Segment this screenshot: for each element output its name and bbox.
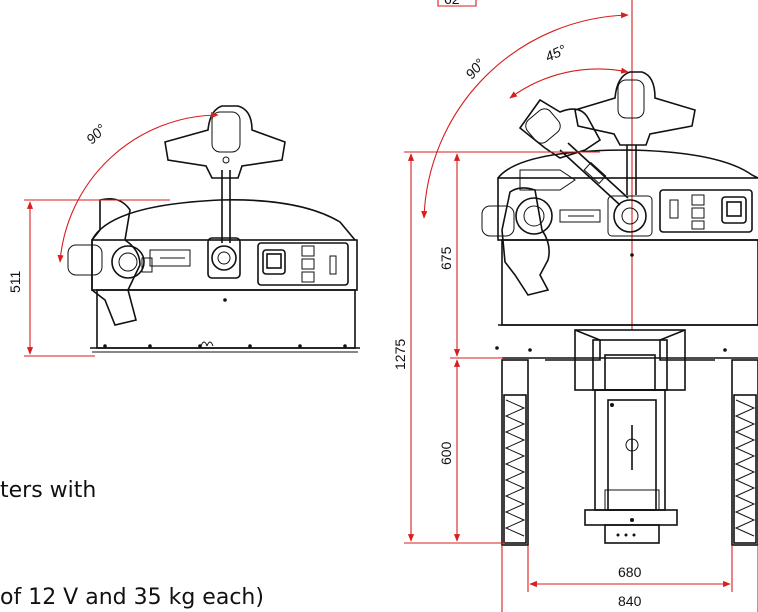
right-upper-height-label: 675 bbox=[438, 246, 454, 270]
left-tiller-raised bbox=[164, 105, 286, 243]
right-angle-45-arc bbox=[509, 67, 629, 99]
right-chassis-middle bbox=[501, 239, 758, 326]
right-total-height-label: 1275 bbox=[392, 339, 408, 370]
right-lower-height-label: 600 bbox=[438, 441, 454, 465]
text-fragment-line1: ters with bbox=[0, 478, 97, 503]
left-angle-arc bbox=[57, 111, 219, 263]
right-left-leg bbox=[501, 359, 529, 546]
right-tiller-upright bbox=[574, 71, 696, 237]
right-control-panel bbox=[659, 189, 753, 233]
right-width-dimensions bbox=[501, 545, 758, 612]
right-chassis-upper bbox=[497, 177, 758, 241]
left-tiller-base bbox=[149, 237, 241, 279]
right-angle-90-arc bbox=[421, 12, 629, 219]
left-view: 511 90° bbox=[7, 105, 360, 357]
left-angle-label: 90° bbox=[83, 121, 110, 148]
right-view: 62 bbox=[392, 0, 758, 612]
text-fragment-line2: of 12 V and 35 kg each) bbox=[0, 585, 264, 610]
right-top-partial-label: 62 bbox=[444, 0, 460, 7]
left-chassis-top bbox=[91, 199, 356, 241]
right-lower-frame bbox=[545, 329, 715, 544]
left-tiller-rotated bbox=[67, 197, 153, 326]
left-height-label: 511 bbox=[7, 270, 23, 293]
right-chassis-top bbox=[497, 149, 758, 179]
left-control-panel bbox=[257, 242, 349, 286]
right-tiller-90 bbox=[481, 169, 601, 296]
left-base-bolts bbox=[103, 298, 347, 348]
right-outer-width-label: 840 bbox=[618, 593, 642, 609]
right-right-leg bbox=[731, 359, 758, 546]
right-inner-width-label: 680 bbox=[618, 564, 642, 580]
right-angle-45-label: 45° bbox=[543, 41, 569, 65]
